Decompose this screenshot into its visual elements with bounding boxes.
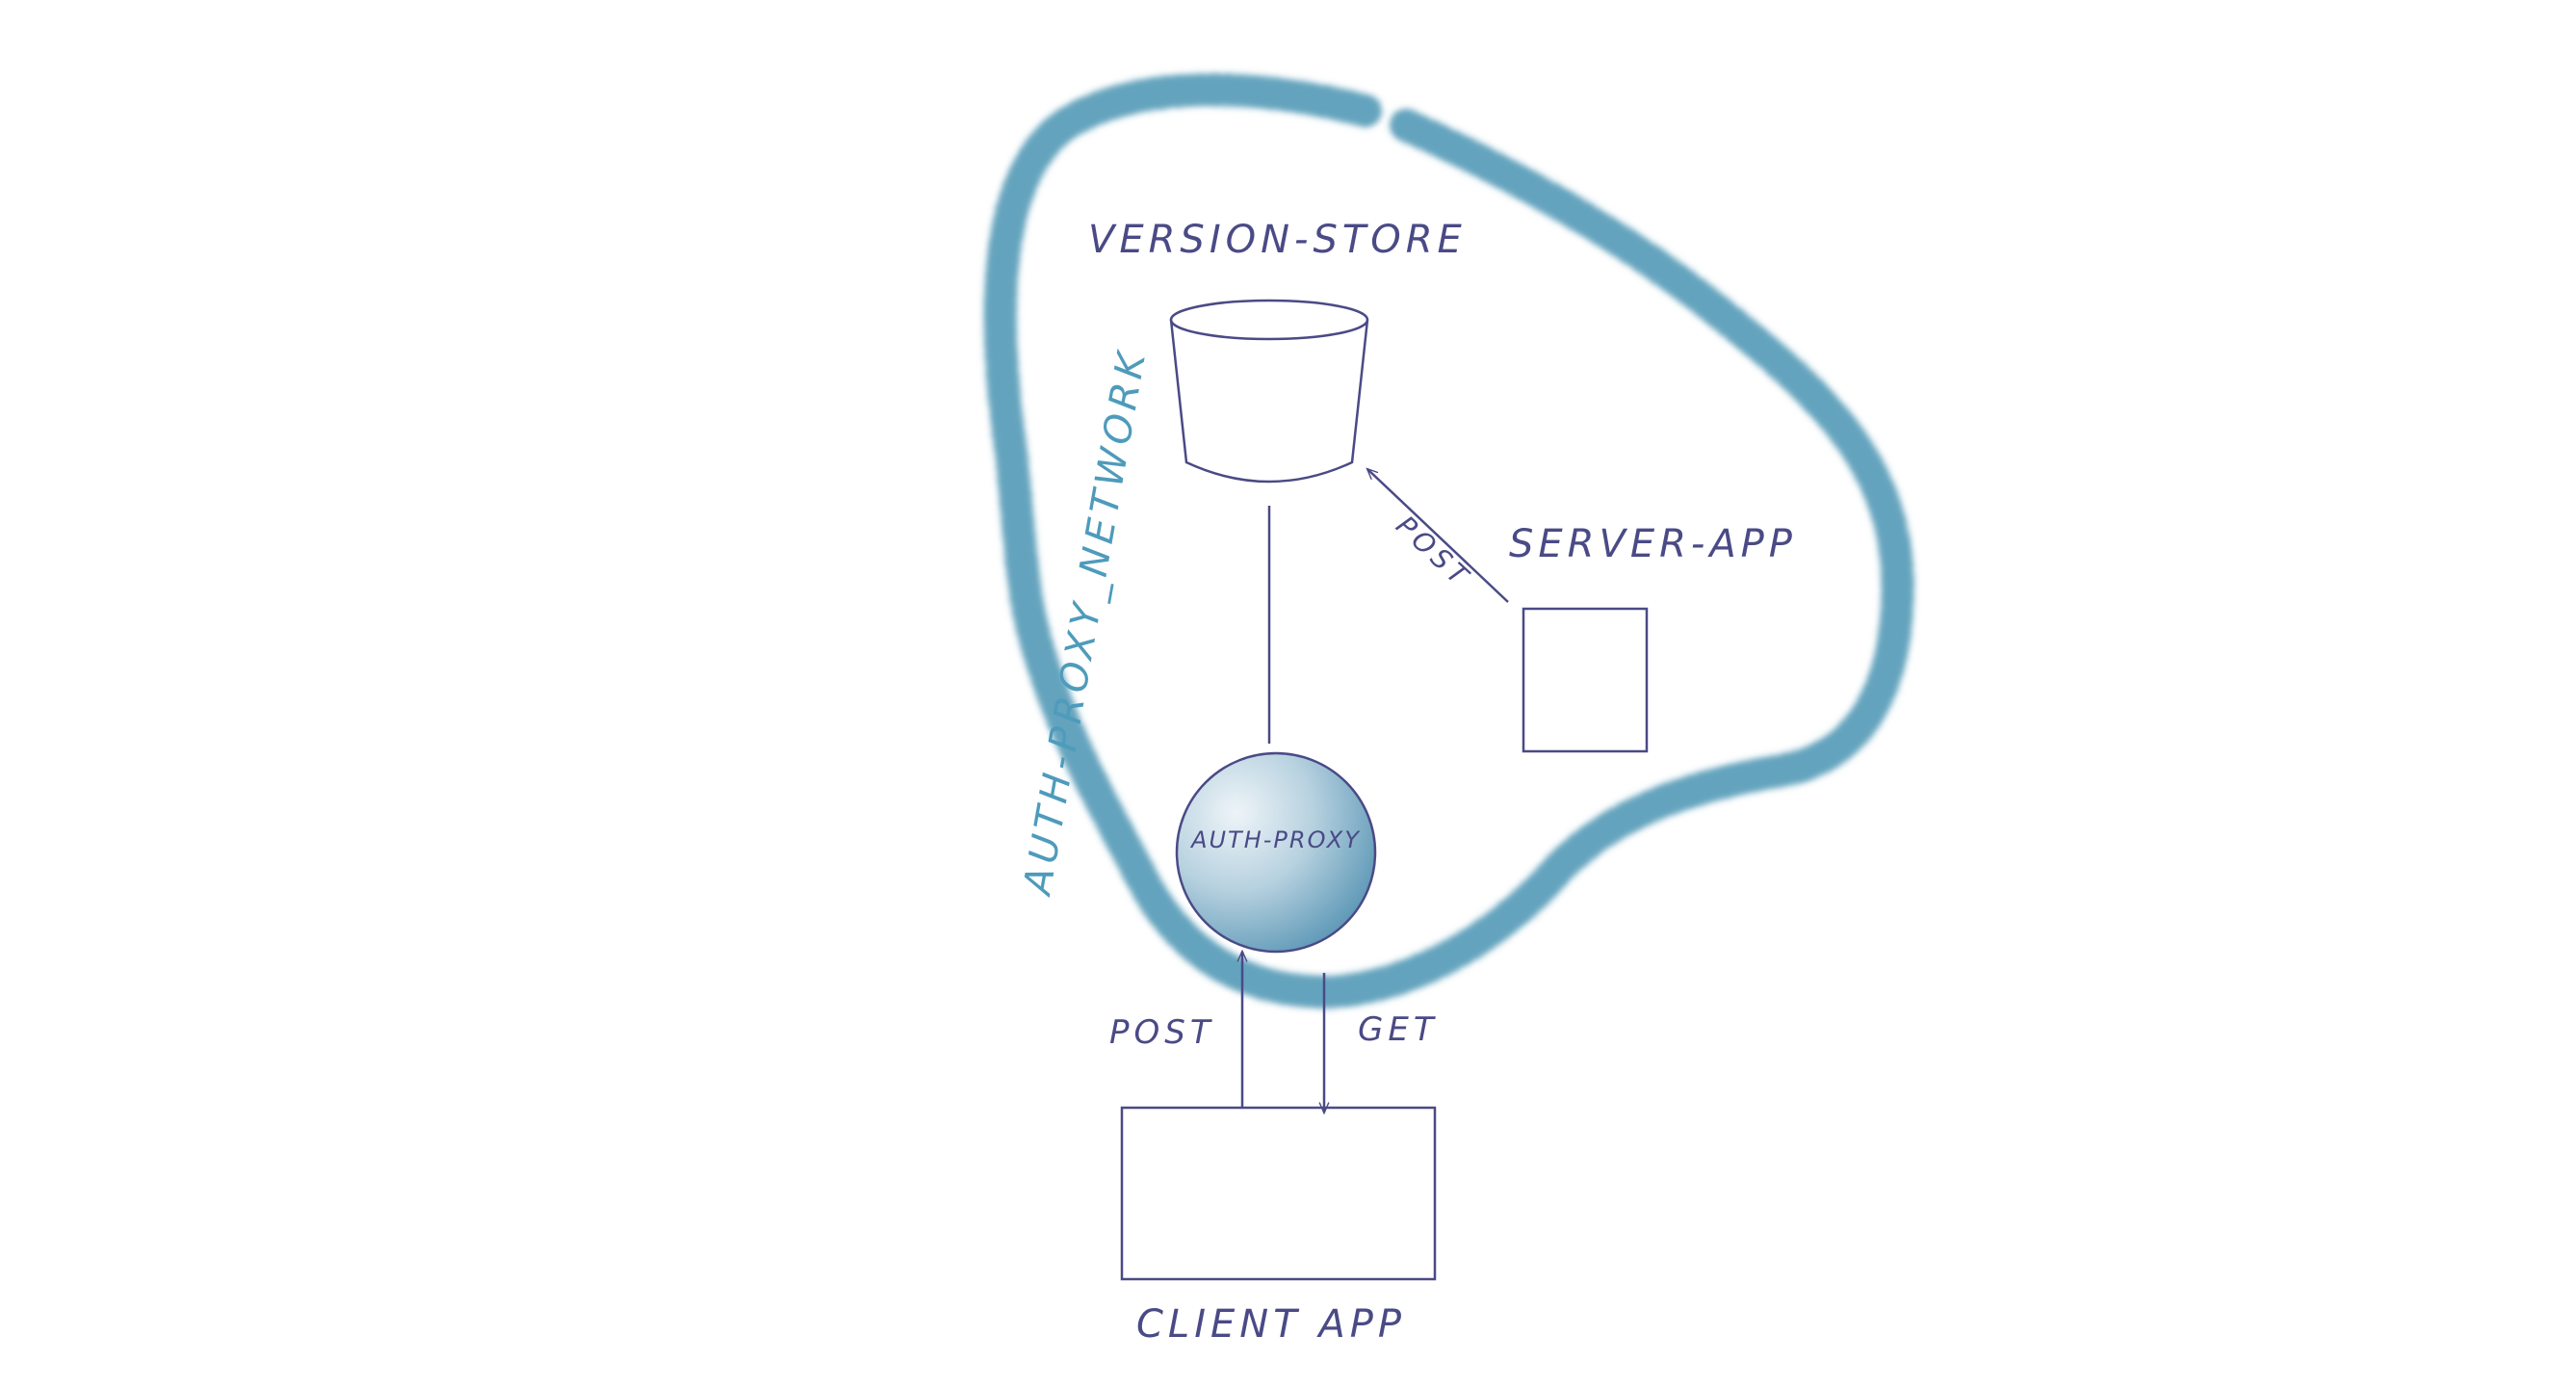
client-app-box <box>1120 1106 1437 1281</box>
version-store-label: VERSION-STORE <box>1088 218 1467 262</box>
database-icon <box>1169 299 1369 484</box>
network-boundary <box>983 73 1914 1009</box>
client-to-proxy-label: POST <box>1109 1013 1215 1052</box>
server-to-store-label: POST <box>1390 510 1477 594</box>
client-app-label: CLIENT APP <box>1136 1302 1406 1347</box>
proxy-to-client-label: GET <box>1358 1010 1439 1049</box>
auth-proxy-label: AUTH-PROXY <box>1189 826 1361 853</box>
server-to-store-arrow <box>1367 469 1509 603</box>
server-app-box <box>1522 607 1649 753</box>
auth-proxy-node <box>1175 751 1377 954</box>
server-app-label: SERVER-APP <box>1509 522 1797 566</box>
